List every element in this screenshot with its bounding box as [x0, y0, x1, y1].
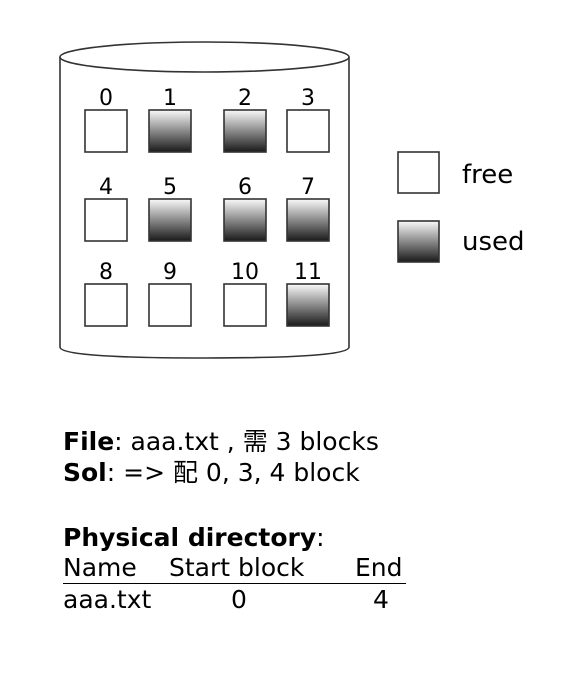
directory-header-row: Name Start block End	[63, 553, 406, 584]
row-name: aaa.txt	[63, 585, 152, 614]
block-number-label: 1	[163, 86, 177, 111]
legend-free-swatch	[397, 151, 440, 194]
block-10-free	[223, 283, 267, 327]
block-number-label: 11	[294, 260, 322, 285]
block-number-label: 7	[301, 175, 315, 200]
block-7-used	[286, 198, 330, 242]
block-number-label: 3	[301, 86, 315, 111]
block-0-free	[84, 109, 128, 153]
disk-cylinder	[59, 41, 350, 359]
block-1-used	[148, 109, 192, 153]
block-number-label: 2	[238, 86, 252, 111]
header-end: End	[355, 553, 403, 582]
legend: free used	[397, 151, 525, 263]
block-9-free	[148, 283, 192, 327]
row-end: 4	[373, 585, 389, 614]
disk-top	[59, 41, 350, 73]
legend-free-label: free	[462, 160, 513, 190]
sol-text: : => 配 0, 3, 4 block	[106, 458, 360, 487]
block-8-free	[84, 283, 128, 327]
block-grid: 0 1 2 3 4 5 6 7 8 9 10 11	[84, 86, 330, 327]
block-11-used	[286, 283, 330, 327]
header-start-block: Start block	[169, 553, 305, 582]
file-line: File: aaa.txt , 需 3 blocks	[63, 426, 379, 457]
block-6-used	[223, 198, 267, 242]
block-number-label: 9	[163, 260, 177, 285]
header-name: Name	[63, 553, 137, 582]
block-3-free	[286, 109, 330, 153]
block-5-used	[148, 198, 192, 242]
disk-diagram: 0 1 2 3 4 5 6 7 8 9 10 11 free used	[59, 41, 525, 359]
block-number-label: 10	[231, 260, 259, 285]
block-number-label: 4	[99, 175, 113, 200]
block-2-used	[223, 109, 267, 153]
row-start-block: 0	[231, 585, 247, 614]
directory-title-text: Physical directory	[63, 523, 317, 552]
block-number-label: 8	[99, 260, 113, 285]
directory-title: Physical directory:	[63, 522, 325, 553]
block-number-label: 5	[163, 175, 177, 200]
file-label: File	[63, 427, 115, 456]
block-number-label: 0	[99, 86, 113, 111]
legend-used-swatch	[397, 220, 440, 263]
sol-line: Sol: => 配 0, 3, 4 block	[63, 457, 360, 488]
sol-label: Sol	[63, 458, 107, 487]
legend-used-label: used	[462, 227, 525, 257]
file-text: : aaa.txt , 需 3 blocks	[114, 427, 379, 456]
directory-row: aaa.txt 0 4	[63, 585, 406, 615]
directory-title-colon: :	[316, 523, 325, 552]
block-4-free	[84, 198, 128, 242]
disk-body	[59, 57, 350, 359]
block-number-label: 6	[238, 175, 252, 200]
